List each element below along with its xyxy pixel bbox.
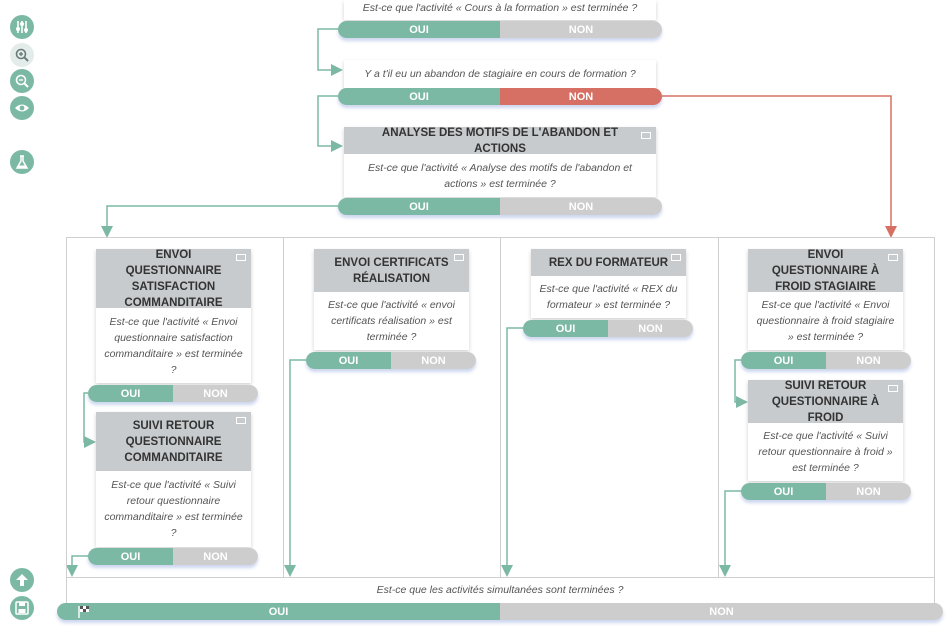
col1-activity-title-2: SUIVI RETOUR QUESTIONNAIRE COMMANDITAIRE: [124, 419, 223, 464]
col1-activity-card-2[interactable]: SUIVI RETOUR QUESTIONNAIRE COMMANDITAIRE…: [96, 412, 251, 547]
flag-icon: [78, 606, 89, 618]
col3-activity-question-1: Est-ce que l'activité « REX du formateur…: [539, 283, 678, 311]
oui-button[interactable]: OUI: [523, 320, 608, 337]
oui-button[interactable]: OUI: [306, 352, 391, 369]
non-button[interactable]: NON: [500, 21, 662, 38]
non-button[interactable]: NON: [500, 603, 943, 620]
column-divider: [718, 237, 719, 577]
col2-choice-bar-1: OUI NON: [306, 352, 476, 369]
non-button[interactable]: NON: [826, 483, 911, 500]
sliders-icon[interactable]: [10, 15, 34, 39]
connector-analyse-oui: [101, 205, 338, 238]
oui-button[interactable]: OUI: [741, 483, 826, 500]
col4-choice-bar-2: OUI NON: [741, 483, 911, 500]
abandon-choice-bar: OUI NON: [338, 88, 662, 105]
final-choice-bar: OUI NON: [57, 603, 943, 620]
connector-abandon-non: [662, 95, 897, 238]
col1-activity-title-1: ENVOI QUESTIONNAIRE SATISFACTION COMMAND…: [124, 248, 223, 309]
mail-icon: [671, 254, 681, 261]
zoom-out-icon[interactable]: [10, 69, 34, 93]
top-activity-card: Est-ce que l'activité « Cours à la forma…: [344, 0, 656, 20]
mail-icon: [236, 254, 246, 261]
col4-activity-card-1[interactable]: ENVOI QUESTIONNAIRE À FROID STAGIAIRE Es…: [748, 249, 903, 350]
oui-button[interactable]: OUI: [88, 548, 173, 565]
col3-choice-bar-1: OUI NON: [523, 320, 693, 337]
non-button[interactable]: NON: [500, 88, 662, 105]
mail-icon: [454, 254, 464, 261]
analyse-activity-question: Est-ce que l'activité « Analyse des moti…: [368, 161, 632, 190]
non-button[interactable]: NON: [608, 320, 693, 337]
col2-activity-title-1: ENVOI CERTIFICATS RÉALISATION: [334, 256, 449, 285]
oui-button[interactable]: OUI: [338, 198, 500, 215]
non-button[interactable]: NON: [500, 198, 662, 215]
zoom-in-icon[interactable]: [10, 43, 34, 67]
col4-activity-card-2[interactable]: SUIVI RETOUR QUESTIONNAIRE À FROID Est-c…: [748, 380, 903, 481]
final-question: Est-ce que les activités simultanées son…: [376, 584, 624, 596]
col4-activity-title-1: ENVOI QUESTIONNAIRE À FROID STAGIAIRE: [771, 248, 880, 293]
eye-icon[interactable]: [10, 96, 34, 120]
abandon-question-card: Y a t'il eu un abandon de stagiaire en c…: [344, 60, 656, 88]
mail-icon: [236, 417, 246, 424]
non-button[interactable]: NON: [391, 352, 476, 369]
col3-activity-title-1: REX DU FORMATEUR: [548, 256, 669, 269]
non-button[interactable]: NON: [173, 548, 258, 565]
oui-label: OUI: [268, 605, 289, 618]
flask-icon[interactable]: [10, 150, 34, 174]
col4-activity-question-1: Est-ce que l'activité « Envoi questionna…: [756, 299, 895, 343]
column-divider: [500, 237, 501, 577]
col2-activity-question-1: Est-ce que l'activité « envoi certificat…: [328, 299, 455, 343]
analyse-choice-bar: OUI NON: [338, 198, 662, 215]
col1-activity-question-1: Est-ce que l'activité « Envoi questionna…: [104, 315, 243, 376]
final-divider: [66, 577, 935, 578]
abandon-question: Y a t'il eu un abandon de stagiaire en c…: [364, 68, 636, 80]
oui-button[interactable]: OUI: [741, 352, 826, 369]
oui-button[interactable]: OUI: [57, 603, 500, 620]
analyse-activity-title: ANALYSE DES MOTIFS DE L'ABANDON ET ACTIO…: [381, 126, 619, 155]
col2-activity-card-1[interactable]: ENVOI CERTIFICATS RÉALISATION Est-ce que…: [314, 249, 469, 350]
oui-button[interactable]: OUI: [338, 21, 500, 38]
mail-icon: [641, 132, 651, 139]
connector-top-oui: [317, 28, 343, 76]
oui-button[interactable]: OUI: [338, 88, 500, 105]
col4-activity-title-2: SUIVI RETOUR QUESTIONNAIRE À FROID: [771, 379, 880, 424]
col1-choice-bar-2: OUI NON: [88, 548, 258, 565]
mail-icon: [888, 254, 898, 261]
col1-activity-card-1[interactable]: ENVOI QUESTIONNAIRE SATISFACTION COMMAND…: [96, 249, 251, 383]
top-choice-bar: OUI NON: [338, 21, 662, 38]
col1-activity-question-2: Est-ce que l'activité « Suivi retour que…: [104, 479, 243, 539]
non-button[interactable]: NON: [173, 385, 258, 402]
col4-activity-question-2: Est-ce que l'activité « Suivi retour que…: [758, 430, 893, 474]
save-icon[interactable]: [10, 596, 34, 620]
mail-icon: [888, 385, 898, 392]
col3-activity-card-1[interactable]: REX DU FORMATEUR Est-ce que l'activité «…: [531, 249, 686, 318]
col4-choice-bar-1: OUI NON: [741, 352, 911, 369]
arrow-up-icon[interactable]: [10, 568, 34, 592]
top-activity-question: Est-ce que l'activité « Cours à la forma…: [362, 2, 638, 14]
col1-choice-bar-1: OUI NON: [88, 385, 258, 402]
column-divider: [283, 237, 284, 577]
connector-abandon-oui: [317, 95, 343, 152]
analyse-activity-card[interactable]: ANALYSE DES MOTIFS DE L'ABANDON ET ACTIO…: [344, 127, 656, 197]
oui-button[interactable]: OUI: [88, 385, 173, 402]
non-button[interactable]: NON: [826, 352, 911, 369]
